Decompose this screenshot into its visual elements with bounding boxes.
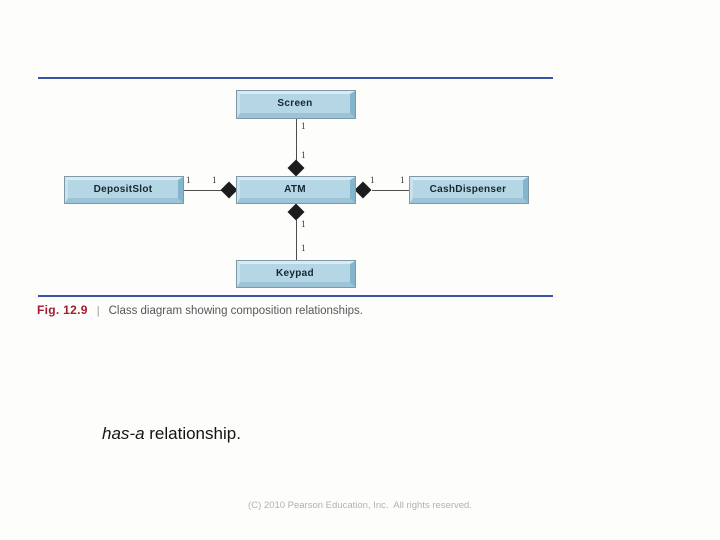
class-box-keypad: Keypad — [236, 260, 356, 288]
composition-diamond-cashdispenser — [354, 181, 372, 199]
multiplicity-label: 1 — [186, 175, 191, 185]
class-label: DepositSlot — [93, 183, 153, 195]
multiplicity-label: 1 — [301, 150, 306, 160]
multiplicity-label: 1 — [400, 175, 405, 185]
caption-text: Class diagram showing composition relati… — [108, 305, 363, 317]
note-italic-term: has-a — [102, 424, 145, 443]
class-label: Screen — [277, 98, 313, 109]
connector-atm-cashdispenser — [372, 190, 410, 191]
caption-separator: | — [96, 305, 100, 317]
top-divider-rule — [38, 77, 553, 79]
multiplicity-label: 1 — [301, 243, 306, 253]
figure-number: Fig. 12.9 — [37, 303, 88, 317]
bottom-divider-rule — [38, 295, 553, 297]
composition-diamond-screen — [287, 159, 305, 177]
connector-atm-screen — [296, 118, 297, 162]
connector-atm-keypad — [296, 220, 297, 261]
multiplicity-label: 1 — [370, 175, 375, 185]
multiplicity-label: 1 — [301, 219, 306, 229]
class-box-atm: ATM — [236, 176, 356, 204]
class-label: ATM — [284, 183, 306, 195]
composition-diamond-depositslot — [220, 181, 238, 199]
class-label: CashDispenser — [429, 183, 507, 195]
footer-copyright: (C) 2010 Pearson Education, Inc. All rig… — [248, 500, 472, 511]
note-text: has-a relationship. — [102, 424, 241, 444]
multiplicity-label: 1 — [301, 121, 306, 131]
class-box-cashdispenser: CashDispenser — [409, 176, 529, 204]
figure-caption: Fig. 12.9 | Class diagram showing compos… — [37, 303, 363, 317]
multiplicity-label: 1 — [212, 175, 217, 185]
class-box-screen: Screen — [236, 90, 356, 119]
composition-diamond-keypad — [287, 203, 305, 221]
connector-atm-depositslot — [184, 190, 223, 191]
class-label: Keypad — [276, 267, 314, 279]
note-rest: relationship. — [144, 424, 241, 443]
class-box-depositslot: DepositSlot — [64, 176, 184, 204]
